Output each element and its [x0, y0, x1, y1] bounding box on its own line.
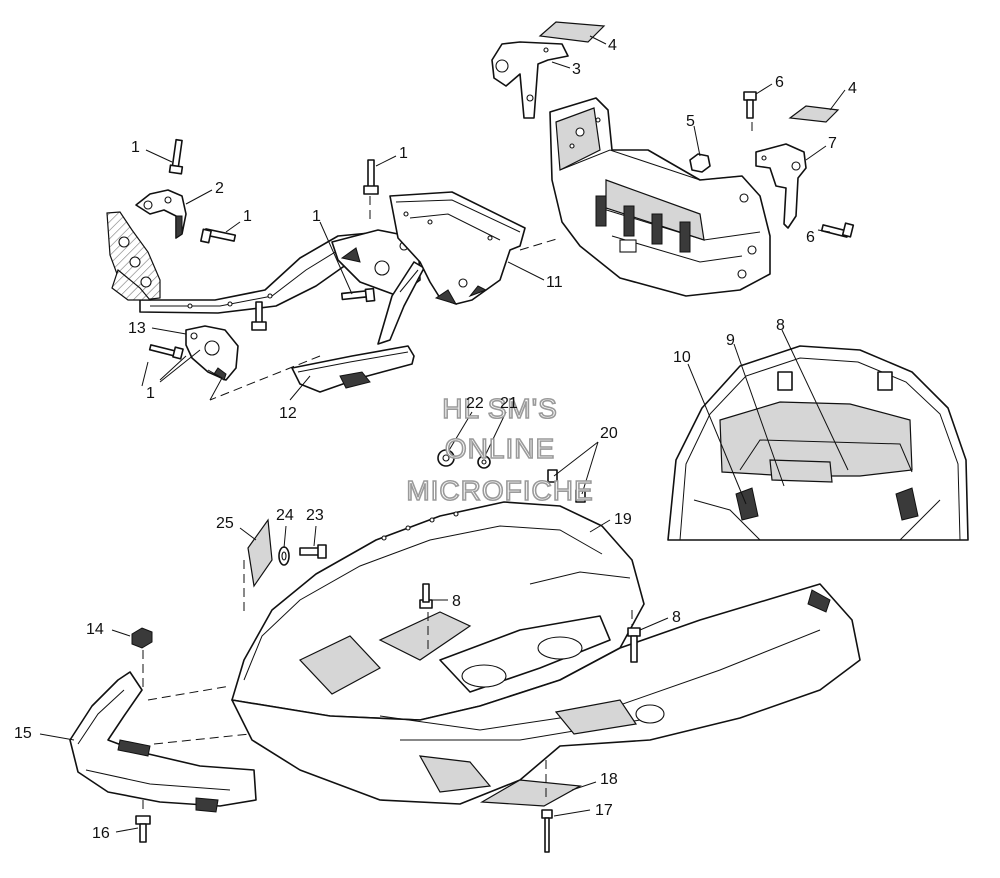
callout-2: 2 [215, 180, 224, 197]
bolt-part-6-b [820, 222, 855, 238]
bracket-part-13 [185, 325, 239, 381]
bolt-part-16 [135, 815, 151, 843]
bumper-part-15 [69, 671, 257, 813]
callout-21: 21 [500, 395, 518, 412]
callout-1: 1 [243, 208, 252, 225]
bolt-part-1-b [363, 159, 379, 195]
nut-part-14 [131, 627, 153, 649]
callout-8: 8 [672, 609, 681, 626]
callout-1: 1 [312, 208, 321, 225]
callout-25: 25 [216, 515, 234, 532]
bolt-part-1-d [340, 287, 376, 303]
hood-part-19 [231, 501, 645, 721]
bolt-part-1-f [251, 301, 267, 331]
bracket-part-7 [755, 143, 807, 229]
callout-6: 6 [806, 229, 815, 246]
watermark-line-2: ONLINE [445, 433, 555, 464]
bolt-part-8-a [419, 583, 433, 609]
front-frame-assembly [106, 211, 425, 345]
watermark-line-1: HL SM'S [442, 393, 558, 424]
pad-part-4-b [788, 105, 840, 123]
callout-18: 18 [600, 771, 618, 788]
bolt-part-6-a [743, 91, 757, 119]
fastener-part-20 [547, 469, 586, 503]
callout-19: 19 [614, 511, 632, 528]
bracket-part-11 [389, 191, 526, 305]
nut-part-5 [689, 153, 711, 173]
callout-3: 3 [572, 61, 581, 78]
ski-mount-part-12 [291, 345, 415, 393]
callout-16: 16 [92, 825, 110, 842]
callout-20: 20 [600, 425, 618, 442]
callout-10: 10 [673, 349, 691, 366]
belly-pan [231, 583, 861, 805]
callout-1: 1 [146, 385, 155, 402]
callout-1: 1 [131, 139, 140, 156]
callout-13: 13 [128, 320, 146, 337]
bolt-part-23 [299, 544, 327, 559]
bracket-part-2 [135, 189, 187, 239]
inset-view [667, 345, 969, 541]
plate-part-25 [247, 518, 273, 588]
watermark-line-3: MICROFICHE [406, 475, 593, 506]
callout-labels: 1 1 1 1 1 2 3 4 4 5 6 6 7 8 8 8 9 10 11 … [14, 37, 857, 842]
callout-23: 23 [306, 507, 324, 524]
plate-part-18 [479, 779, 582, 807]
callout-8: 8 [452, 593, 461, 610]
callout-12: 12 [279, 405, 297, 422]
callout-7: 7 [828, 135, 837, 152]
bolt-part-8-b [627, 627, 641, 663]
callout-4: 4 [608, 37, 617, 54]
callout-1: 1 [399, 145, 408, 162]
bolt-part-1-e [148, 344, 184, 360]
callout-24: 24 [276, 507, 294, 524]
callout-15: 15 [14, 725, 32, 742]
callout-22: 22 [466, 395, 484, 412]
callout-5: 5 [686, 113, 695, 130]
callout-9: 9 [726, 332, 735, 349]
bolt-part-17 [541, 809, 553, 853]
fastener-part-22 [437, 449, 455, 467]
washer-part-24 [278, 546, 290, 566]
callout-6: 6 [775, 74, 784, 91]
fastener-part-21 [477, 455, 491, 469]
callout-8: 8 [776, 317, 785, 334]
callout-11: 11 [546, 274, 563, 291]
callout-17: 17 [595, 802, 613, 819]
bulkhead-assembly [549, 97, 771, 297]
watermark: HL SM'S ONLINE MICROFICHE [406, 392, 594, 507]
callout-4: 4 [848, 80, 857, 97]
bracket-part-3 [491, 41, 569, 119]
callout-14: 14 [86, 621, 104, 638]
bolt-part-1-a [168, 138, 184, 175]
alignment-lines [142, 122, 753, 814]
bolt-part-1-c [200, 228, 237, 244]
pad-part-4-a [538, 21, 606, 43]
leader-lines [39, 35, 849, 833]
